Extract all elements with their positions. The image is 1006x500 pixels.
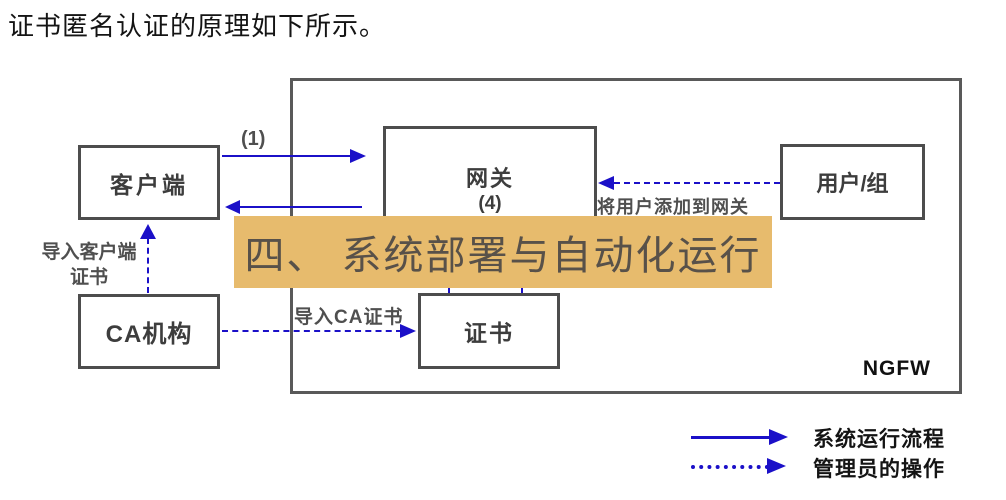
section-banner: 四、 系统部署与自动化运行	[234, 216, 772, 288]
step1-label: (1)	[241, 128, 266, 150]
legend-dotted-arrow-line	[691, 465, 769, 469]
legend-solid-arrow-line	[691, 436, 771, 439]
node-gateway-label: 网关	[465, 166, 514, 191]
node-certificate: 证书	[418, 293, 560, 369]
section-banner-title: 四、 系统部署与自动化运行	[244, 234, 762, 278]
node-ca-label: CA机构	[105, 321, 193, 348]
ngfw-label: NGFW	[862, 357, 931, 380]
node-client: 客户端	[78, 145, 220, 220]
arrow-right-icon	[767, 458, 786, 474]
node-client-label: 客户端	[110, 171, 188, 198]
gateway-to-client-arrow-line	[238, 206, 362, 208]
node-user-group: 用户/组	[780, 144, 925, 220]
node-gateway: 网关 (4)	[383, 126, 597, 230]
import-client-cert-line1: 导入客户端	[41, 242, 137, 263]
node-certificate-label: 证书	[464, 320, 514, 346]
node-ca-authority: CA机构	[78, 294, 220, 369]
arrow-left-icon	[225, 200, 240, 214]
legend-system-flow-label: 系统运行流程	[813, 428, 945, 451]
legend-admin-operation-label: 管理员的操作	[813, 458, 945, 481]
intro-text: 证书匿名认证的原理如下所示。	[8, 11, 387, 41]
node-user-group-label: 用户/组	[816, 171, 889, 196]
import-client-cert-line2: 证书	[69, 267, 108, 288]
arrow-up-icon	[140, 224, 156, 239]
add-user-label: 将用户添加到网关	[597, 197, 749, 217]
arrow-right-icon	[350, 149, 366, 163]
import-client-cert-label: 导入客户端 证书	[26, 240, 152, 290]
ca-to-cert-dashed-line	[222, 330, 402, 332]
client-to-gateway-arrow-line	[222, 155, 354, 157]
arrow-right-icon	[400, 324, 416, 338]
ca-to-client-dashed-line	[147, 238, 149, 293]
arrow-right-icon	[769, 429, 788, 445]
arrow-left-icon	[598, 176, 614, 190]
import-ca-cert-label: 导入CA证书	[294, 307, 404, 328]
user-to-gateway-dashed-line	[614, 182, 780, 184]
node-gateway-step-label: (4)	[478, 193, 502, 214]
